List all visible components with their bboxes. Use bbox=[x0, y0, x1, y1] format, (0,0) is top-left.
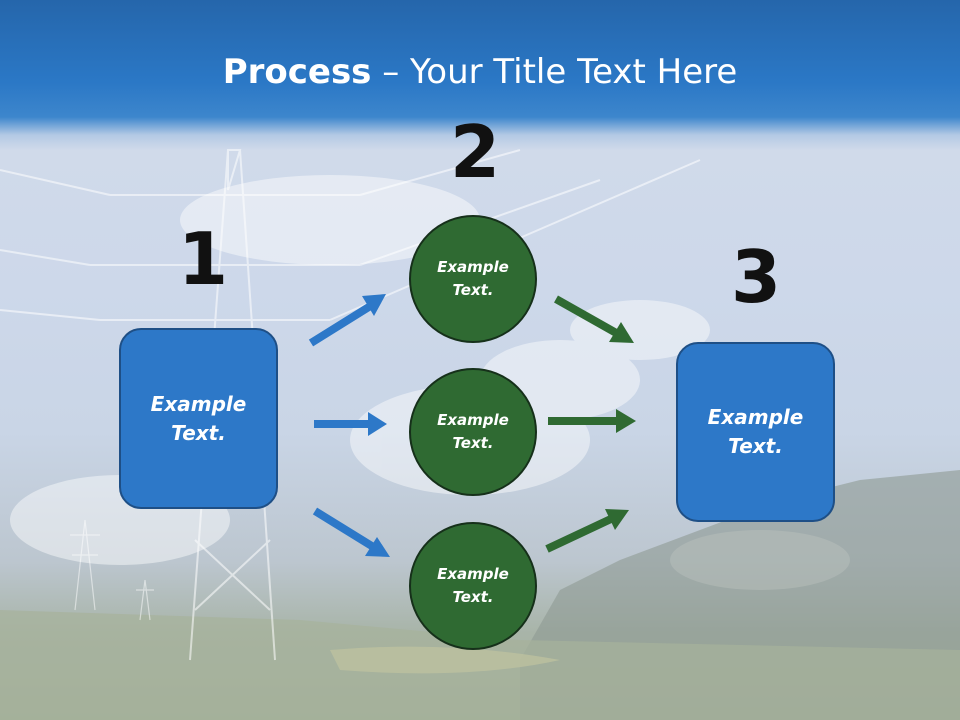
circle-top-line2: Text. bbox=[452, 281, 494, 299]
green-arrow-up-icon bbox=[545, 509, 629, 553]
step-3-text-line1: Example bbox=[707, 405, 804, 429]
blue-arrow-right-icon bbox=[314, 412, 387, 436]
blue-arrow-up-icon bbox=[308, 294, 386, 347]
title-rest: – Your Title Text Here bbox=[371, 52, 738, 92]
green-arrow-right-icon bbox=[548, 409, 636, 433]
circle-top-line1: Example bbox=[437, 258, 509, 276]
title-bold: Process bbox=[222, 52, 372, 92]
circle-middle-line1: Example bbox=[437, 411, 509, 429]
step-number-3: 3 bbox=[731, 235, 782, 319]
circle-bottom-line1: Example bbox=[437, 565, 509, 583]
step-1-text-line2: Text. bbox=[171, 420, 226, 445]
step-number-1: 1 bbox=[178, 217, 229, 301]
step-1-text-line1: Example bbox=[150, 391, 247, 416]
step-number-2: 2 bbox=[450, 110, 501, 194]
slide-title: Process – Your Title Text Here bbox=[0, 52, 960, 92]
circle-bottom-line2: Text. bbox=[452, 588, 494, 606]
blue-arrow-down-icon bbox=[312, 507, 390, 557]
circle-middle-line2: Text. bbox=[452, 434, 494, 452]
green-arrow-down-icon bbox=[554, 295, 634, 343]
step-3-text-line2: Text. bbox=[728, 434, 783, 458]
title-band bbox=[0, 0, 960, 150]
